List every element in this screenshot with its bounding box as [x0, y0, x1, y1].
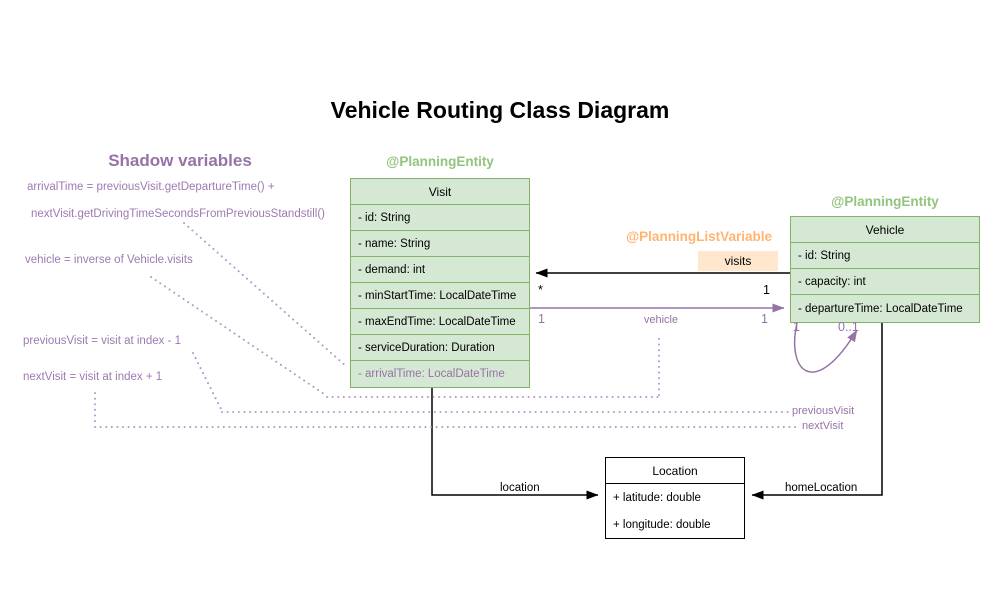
vehicle-planning-entity-annotation: @PlanningEntity: [831, 194, 939, 209]
arrivaltime-connector: [183, 222, 348, 368]
location-attr-longitude: + longitude: double: [613, 518, 711, 531]
visit-attr-name: - name: String: [351, 231, 529, 257]
previousvisit-label: previousVisit: [792, 405, 855, 417]
shadow-line-arrivaltime-1: arrivalTime = previousVisit.getDeparture…: [27, 181, 275, 193]
visit-attr-serviceduration: - serviceDuration: Duration: [351, 335, 529, 361]
visit-attr-demand: - demand: int: [351, 257, 529, 283]
vehicle-edge-label: vehicle: [643, 314, 679, 326]
vehicle-attr-departuretime: - departureTime: LocalDateTime: [798, 302, 963, 315]
nextvisit-label: nextVisit: [802, 420, 844, 432]
visit-attr-maxendtime: - maxEndTime: LocalDateTime: [351, 309, 529, 335]
vehicle-attr-id: - id: String: [791, 243, 979, 269]
visit-attr-minstarttime: - minStartTime: LocalDateTime: [351, 283, 529, 309]
vehicle-class: Vehicle - id: String - capacity: int - d…: [790, 216, 980, 323]
previousvisit-connector-diagonal: [192, 352, 222, 410]
visit-attr-id: - id: String: [351, 205, 529, 231]
shadow-line-vehicle: vehicle = inverse of Vehicle.visits: [25, 254, 193, 266]
visit-planning-entity-annotation: @PlanningEntity: [386, 154, 494, 169]
location-class: Location + latitude: double + longitude:…: [605, 457, 745, 539]
home-location-edge-label: homeLocation: [785, 482, 858, 494]
shadow-variables-heading: Shadow variables: [108, 151, 252, 170]
location-class-name: Location: [606, 458, 744, 484]
vehicle-edge-multiplicity-left: 1: [538, 312, 545, 326]
self-loop-multiplicity-one: 1: [793, 320, 800, 334]
visits-multiplicity-one: 1: [763, 283, 770, 297]
visit-class: Visit - id: String - name: String - dema…: [350, 178, 530, 388]
vehicle-class-name: Vehicle: [791, 217, 979, 243]
vehicle-attr-capacity: - capacity: int: [791, 269, 979, 295]
self-loop-multiplicity-zero-one: 0..1: [838, 320, 859, 334]
location-edge-label: location: [500, 482, 540, 494]
visit-class-name: Visit: [351, 179, 529, 205]
location-edge: [431, 386, 599, 500]
shadow-line-previousvisit: previousVisit = visit at index - 1: [23, 335, 181, 347]
shadow-line-arrivaltime-2: nextVisit.getDrivingTimeSecondsFromPrevi…: [31, 208, 325, 220]
visits-multiplicity-star: *: [538, 283, 543, 297]
page-title: Vehicle Routing Class Diagram: [330, 97, 670, 123]
shadow-line-nextvisit: nextVisit = visit at index + 1: [23, 371, 163, 383]
planning-list-variable-annotation: @PlanningListVariable: [626, 229, 772, 244]
location-attr-latitude: + latitude: double: [613, 491, 701, 504]
visits-edge-label: visits: [698, 251, 778, 271]
visit-attr-arrivaltime: - arrivalTime: LocalDateTime: [358, 368, 505, 380]
vehicle-edge-multiplicity-right: 1: [761, 312, 768, 326]
